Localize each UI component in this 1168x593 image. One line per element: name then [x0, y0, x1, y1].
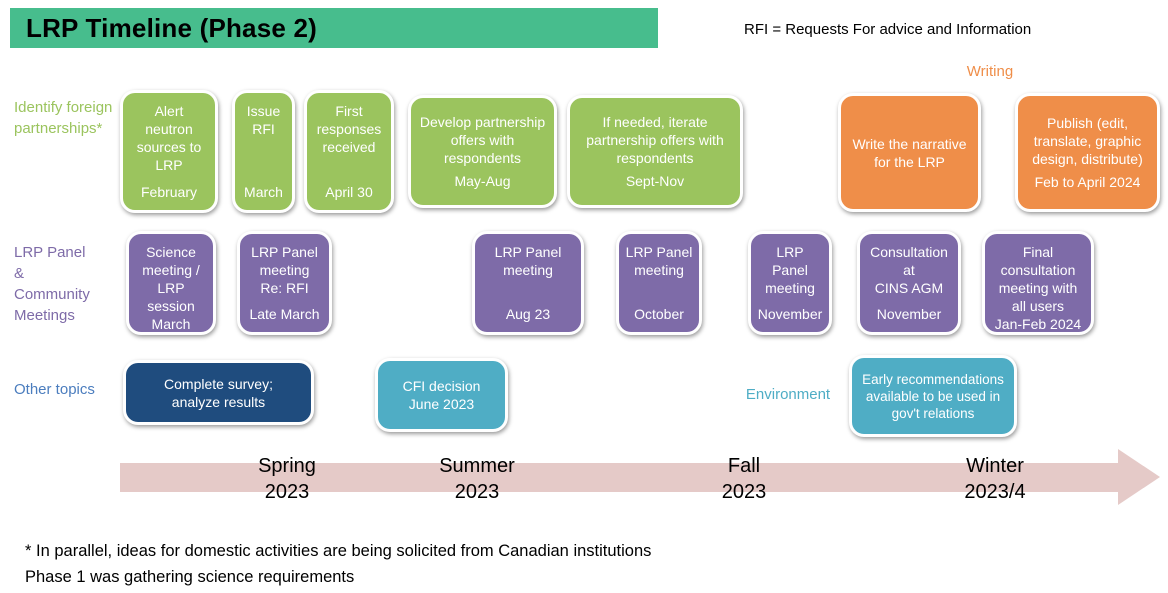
page-title: LRP Timeline (Phase 2) — [26, 12, 317, 43]
timeline-box-iterate-offers: If needed, iterate partnership offers wi… — [567, 95, 743, 208]
timeline-box-issue-rfi: Issue RFI March — [232, 90, 295, 213]
row-label-panel-meetings: LRP Panel & Community Meetings — [14, 244, 90, 324]
row-label-other-topics: Other topics — [14, 381, 95, 398]
rfi-legend-note: RFI = Requests For advice and Informatio… — [744, 21, 1032, 38]
timeline-arrow-head — [1118, 449, 1160, 505]
writing-annotation: Writing — [966, 63, 1014, 80]
environment-annotation: Environment — [745, 386, 831, 403]
season-winter: Winter 2023/4 — [964, 455, 1026, 503]
timeline-box-science-meeting: Science meeting / LRP session March — [126, 231, 216, 335]
season-spring: Spring 2023 — [258, 455, 316, 503]
timeline-box-publish: Publish (edit, translate, graphic design… — [1015, 93, 1160, 212]
timeline-box-panel-meeting-rfi: LRP Panel meeting Re: RFI Late March — [237, 231, 332, 335]
timeline-box-first-responses: First responses received April 30 — [304, 90, 394, 213]
timeline-box-write-narrative: Write the narrative for the LRP — [838, 93, 981, 212]
timeline-box-alert-neutron-sources: Alert neutron sources to LRP February — [120, 90, 218, 213]
timeline-box-cins-agm: Consultation at CINS AGM November — [857, 231, 961, 335]
timeline-box-panel-meeting-october: LRP Panel meeting October — [616, 231, 702, 335]
timeline-box-panel-meeting-aug: LRP Panel meeting Aug 23 — [472, 231, 584, 335]
season-summer: Summer 2023 — [439, 455, 515, 503]
row-label-foreign-partnerships: Identify foreign partnerships* — [14, 99, 113, 137]
timeline-box-cfi-decision: CFI decision June 2023 — [375, 358, 508, 432]
timeline-box-final-consultation: Final consultation meeting with all user… — [982, 231, 1094, 335]
timeline-box-complete-survey: Complete survey; analyze results — [123, 360, 314, 425]
footnote: * In parallel, ideas for domestic activi… — [25, 542, 652, 586]
title-bar: LRP Timeline (Phase 2) — [10, 8, 658, 48]
timeline-box-panel-meeting-november: LRP Panel meeting November — [748, 231, 832, 335]
timeline-box-early-recommendations: Early recommendations available to be us… — [849, 355, 1017, 437]
season-fall: Fall 2023 — [721, 455, 767, 503]
timeline-arrow-shaft — [120, 463, 1120, 492]
timeline-box-develop-offers: Develop partnership offers with responde… — [408, 95, 557, 208]
